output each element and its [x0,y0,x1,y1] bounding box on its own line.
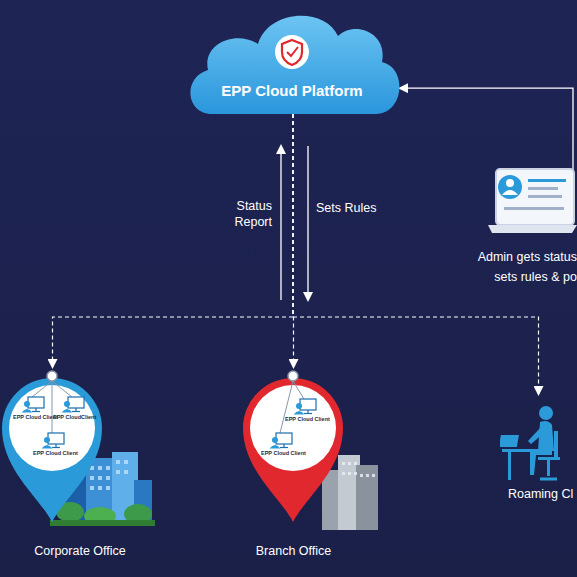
client-node: EPP Cloud Client [261,432,301,462]
client-icon [61,396,85,413]
location-pin-node: Branch OfficeEPP Cloud ClientEPP Cloud C… [241,368,346,528]
flow-label: Sets Rules [316,200,376,216]
sets-rules-arrow [308,146,309,300]
client-icon [293,398,317,415]
client-node: EPP Cloud Client [285,398,325,428]
connector-arrow [400,88,573,175]
client-label: EPP CloudClient [53,414,93,421]
flow-label: Status Report [222,198,272,230]
cloud-shape [182,2,402,120]
client-icon [21,396,45,413]
client-icon [269,432,293,449]
client-label: EPP Cloud Client [261,450,301,457]
roaming-node: Roaming Cl [500,395,577,510]
dashed-connector [292,114,294,367]
node-label: Roaming Cl [508,487,573,501]
cloud-node: EPP Cloud Platform [182,2,402,120]
status-report-arrow [281,146,282,300]
dashed-connector [53,114,294,367]
client-node: EPP CloudClient [53,396,93,426]
client-icon [41,432,65,449]
office-label: Corporate Office [20,544,140,558]
client-node: EPP Cloud Client [13,396,53,426]
node-label: Admin gets status sets rules & po [466,247,577,287]
client-label: EPP Cloud Client [33,450,73,457]
roaming-person [500,395,577,483]
client-label: EPP Cloud Client [285,416,325,423]
location-pin [241,368,346,528]
admin-node: Admin gets status sets rules & po [464,165,577,290]
admin-laptop [464,165,577,245]
client-label: EPP Cloud Client [13,414,53,421]
client-node: EPP Cloud Client [33,432,73,462]
office-label: Branch Office [231,544,356,558]
location-pin-node: Corporate OfficeEPP Cloud ClientEPP Clou… [0,368,105,528]
node-label: EPP Cloud Platform [182,82,402,99]
